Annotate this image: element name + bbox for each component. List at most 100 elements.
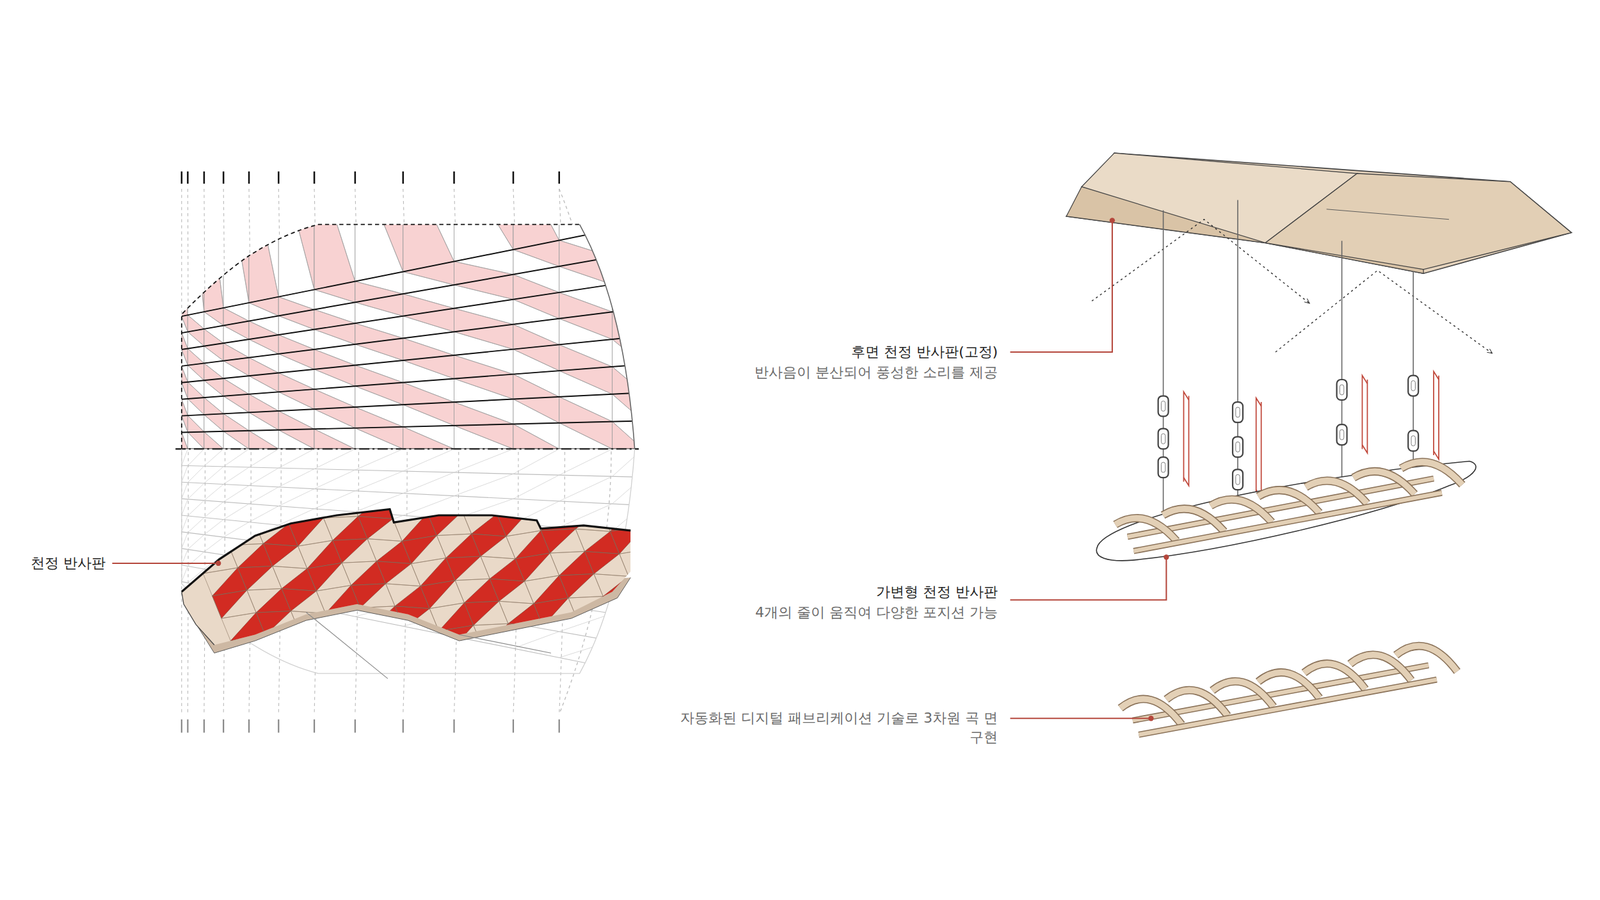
wood-board	[1166, 689, 1228, 716]
grid-cell	[612, 420, 644, 449]
red-panel	[496, 508, 532, 537]
grid-line	[355, 365, 404, 383]
grid-cell	[355, 382, 404, 408]
tick-mark	[277, 719, 280, 733]
grid-line	[487, 485, 532, 514]
grid-line	[204, 519, 224, 536]
grid-line	[223, 343, 249, 358]
pink-panel	[403, 355, 455, 379]
wood-board	[1127, 478, 1434, 537]
grid-line	[278, 334, 315, 350]
grid-line	[248, 448, 279, 468]
tick-mark	[222, 719, 224, 733]
grid-line	[612, 152, 644, 224]
tick-mark	[558, 719, 560, 733]
grid-line	[314, 408, 356, 429]
grid-cell	[204, 378, 224, 398]
move-arrow	[1362, 379, 1368, 454]
grid-line	[204, 432, 224, 450]
grid-line	[187, 534, 205, 550]
red-panel	[230, 634, 265, 664]
grid-cell	[513, 370, 560, 399]
wood-board	[1304, 663, 1366, 690]
grid-cell	[278, 428, 315, 449]
grid-line	[454, 284, 514, 300]
grid-line	[612, 618, 657, 644]
grid-line	[314, 349, 356, 366]
grid-line	[559, 503, 613, 528]
red-panel	[453, 488, 488, 512]
red-panel	[446, 556, 481, 581]
grid-line	[612, 421, 644, 450]
grid-line	[542, 620, 587, 649]
chain-link	[1232, 469, 1243, 490]
pink-panel	[204, 432, 224, 450]
grid-line	[473, 623, 518, 648]
pink-panel	[612, 223, 644, 252]
tick-mark	[181, 719, 183, 733]
grid-line	[181, 278, 654, 350]
grid-line	[559, 240, 613, 257]
grid-line	[626, 479, 671, 504]
grid-line	[602, 596, 648, 622]
tick-mark	[181, 171, 184, 184]
pink-panel	[204, 397, 224, 415]
grid-line	[508, 623, 553, 649]
grid-line	[223, 360, 249, 377]
grid-line	[248, 339, 279, 354]
pink-panel	[454, 152, 514, 250]
grid-line	[223, 431, 249, 450]
pink-panel	[314, 428, 356, 449]
red-panel	[464, 600, 499, 626]
red-panel	[256, 611, 291, 636]
grid-line	[403, 293, 455, 309]
grid-line	[187, 314, 205, 329]
wood-board	[1162, 508, 1225, 532]
grid-line	[181, 152, 189, 315]
pink-panel	[181, 415, 189, 432]
tick-mark	[354, 719, 356, 733]
part-label: 가변형 천정 반사판	[876, 582, 998, 602]
grid-cell	[612, 223, 644, 257]
grid-line	[454, 308, 514, 325]
red-panel	[307, 562, 342, 591]
tick-mark	[453, 171, 456, 184]
pink-panel	[181, 152, 189, 317]
pink-panel	[204, 307, 224, 326]
grid-line	[584, 551, 630, 576]
wood-board	[1166, 689, 1228, 716]
chain-link	[1408, 375, 1419, 397]
wood-board	[1258, 672, 1320, 699]
grid-line	[612, 476, 644, 504]
tick-mark	[313, 719, 315, 733]
grid-line	[593, 574, 639, 600]
pink-panel	[612, 152, 644, 230]
red-panel	[300, 613, 335, 636]
grid-line	[453, 488, 498, 514]
pink-panel	[248, 430, 279, 450]
chain-link	[1160, 462, 1165, 473]
grid-line	[187, 551, 205, 566]
pink-panel	[559, 311, 613, 340]
grid-line	[513, 249, 560, 267]
grid-line	[401, 535, 447, 564]
pink-panel	[187, 348, 205, 366]
variable-reflector	[1096, 461, 1476, 561]
red-panel	[559, 574, 594, 599]
grid-cell	[355, 152, 404, 282]
grid-line	[559, 318, 613, 340]
grid-cell	[187, 432, 205, 450]
grid-line	[647, 615, 692, 644]
pink-panel	[204, 413, 224, 432]
pink-panel	[513, 396, 560, 424]
red-panel	[274, 633, 310, 658]
pink-panel	[612, 336, 644, 365]
grid-cell	[248, 152, 279, 303]
grid-line	[454, 473, 514, 496]
red-panel	[219, 520, 255, 546]
red-panel	[358, 516, 393, 539]
grid-cell	[612, 251, 644, 285]
grid-line	[204, 466, 224, 484]
grid-line	[278, 410, 315, 429]
grid-line	[181, 499, 189, 516]
